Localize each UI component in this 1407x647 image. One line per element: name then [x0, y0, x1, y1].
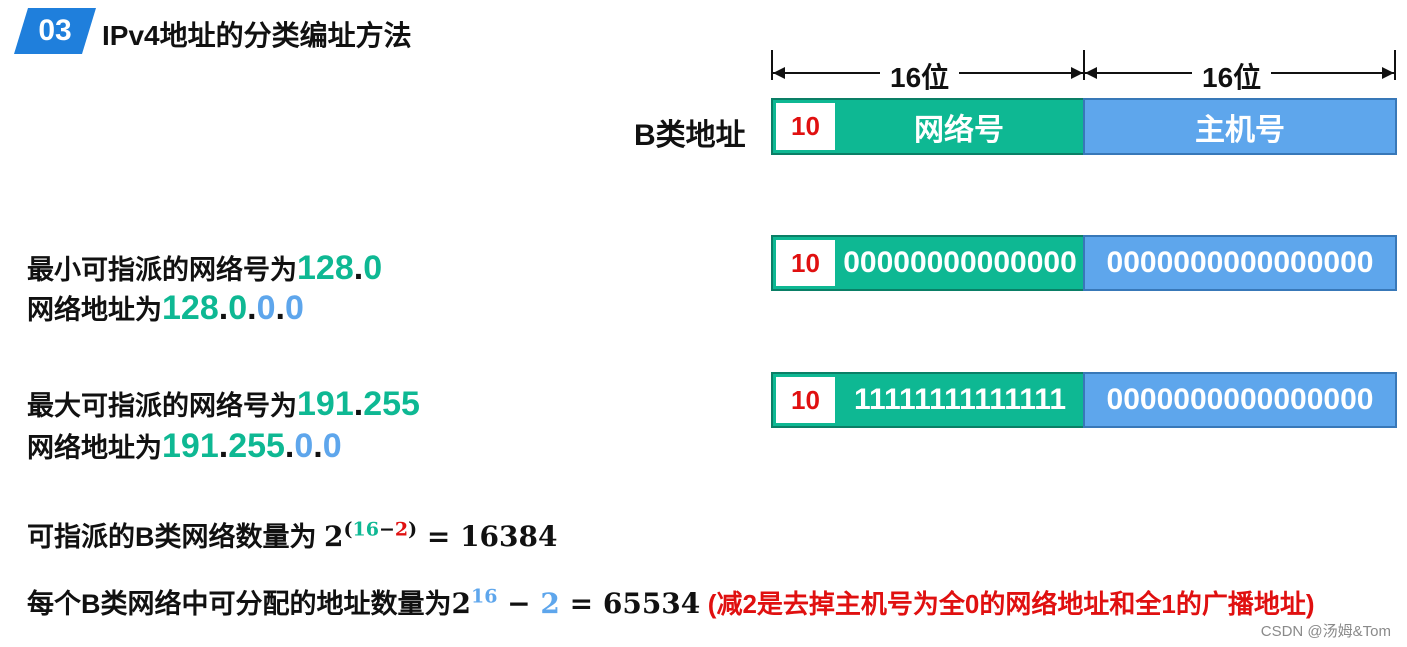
formula-exponent: (16−2) [344, 519, 418, 541]
page-title: IPv4地址的分类编址方法 [102, 20, 412, 51]
network-part-bar: 10 网络号 [771, 98, 1085, 155]
min-addr-octet-1: 128 [162, 289, 219, 327]
min-network-line: 最小可指派的网络号为128.0 [27, 248, 382, 288]
min-prefix: 10 [776, 240, 835, 286]
min-addr-octet-3: 0 [256, 289, 276, 327]
max-addr-octet-3: 0 [294, 427, 314, 465]
min-address-text: 网络地址为 [27, 295, 162, 325]
arrow-right-icon [1071, 67, 1083, 79]
dim-tick-mid [1083, 50, 1085, 80]
arrow-right-icon [1382, 67, 1394, 79]
min-addr-octet-4: 0 [284, 289, 304, 327]
class-prefix: 10 [776, 103, 835, 150]
power-expression: 2(16−2) = 16384 [324, 519, 558, 553]
exponent-minus: − [378, 518, 395, 541]
min-net-octet-1: 128 [297, 249, 354, 287]
max-network-line: 最大可指派的网络号为191.255 [27, 384, 420, 424]
host-label: 主机号 [1195, 113, 1285, 147]
dot: . [218, 427, 229, 465]
max-network-bits: 11111111111111 [853, 383, 1067, 416]
min-addr-octet-2: 0 [228, 289, 248, 327]
host-part-bar: 主机号 [1083, 98, 1397, 155]
dot: . [218, 289, 229, 327]
formula-base: 2 [451, 587, 471, 620]
max-net-octet-1: 191 [297, 385, 354, 423]
dot: . [284, 427, 295, 465]
formula-exponent: 16 [470, 585, 498, 608]
max-address-line: 网络地址为191.255.0.0 [27, 426, 342, 466]
max-net-octet-2: 255 [363, 385, 420, 423]
dot: . [353, 249, 364, 287]
formula-base: 2 [324, 520, 344, 553]
dim-tick-right [1394, 50, 1396, 80]
max-address-text: 网络地址为 [27, 433, 162, 463]
formula-minus: − [497, 587, 541, 620]
max-addr-octet-2: 255 [228, 427, 285, 465]
arrow-left-icon [1085, 67, 1097, 79]
power-expression: 216 − 2 = 65534 [451, 585, 701, 620]
min-net-octet-2: 0 [363, 249, 383, 287]
max-addr-octet-4: 0 [322, 427, 342, 465]
dot: . [313, 427, 323, 465]
bits-label-network: 16位 [880, 56, 960, 96]
network-count-formula: 可指派的B类网络数量为 2(16−2) = 16384 [27, 515, 557, 554]
network-count-result: = 16384 [417, 520, 558, 553]
network-label: 网络号 [914, 113, 1004, 147]
max-network-bar: 10 11111111111111 [771, 372, 1085, 428]
min-host-bar: 0000000000000000 [1083, 235, 1397, 291]
explanation-note: (减2是去掉主机号为全0的网络地址和全1的广播地址) [707, 589, 1315, 619]
max-host-bar: 0000000000000000 [1083, 372, 1397, 428]
min-network-bits: 00000000000000 [843, 246, 1077, 279]
max-network-text: 最大可指派的网络号为 [27, 391, 297, 421]
min-host-bits: 0000000000000000 [1106, 246, 1374, 279]
min-network-text: 最小可指派的网络号为 [27, 255, 297, 285]
paren-close: ) [408, 518, 418, 541]
address-count-text: 每个B类网络中可分配的地址数量为 [27, 589, 452, 619]
max-addr-octet-1: 191 [162, 427, 219, 465]
address-count-formula: 每个B类网络中可分配的地址数量为216 − 2 = 65534 (减2是去掉主机… [27, 582, 1314, 621]
dot: . [275, 289, 285, 327]
formula-subtrahend: 2 [540, 587, 560, 620]
bits-label-host: 16位 [1192, 56, 1272, 96]
watermark: CSDN @汤姆&Tom [1260, 623, 1391, 640]
exponent-b: 2 [394, 518, 409, 541]
min-address-line: 网络地址为128.0.0.0 [27, 288, 304, 328]
network-count-text: 可指派的B类网络数量为 [27, 522, 317, 552]
max-host-bits: 0000000000000000 [1106, 383, 1374, 416]
section-badge: 03 [14, 8, 96, 54]
dot: . [247, 289, 257, 327]
min-network-bar: 10 00000000000000 [771, 235, 1085, 291]
paren-open: ( [343, 518, 353, 541]
class-b-label: B类地址 [634, 119, 746, 152]
dim-tick-left [771, 50, 773, 80]
max-prefix: 10 [776, 377, 835, 423]
arrow-left-icon [773, 67, 785, 79]
dot: . [353, 385, 364, 423]
address-count-result: = 65534 [559, 587, 701, 620]
exponent-a: 16 [352, 518, 379, 541]
